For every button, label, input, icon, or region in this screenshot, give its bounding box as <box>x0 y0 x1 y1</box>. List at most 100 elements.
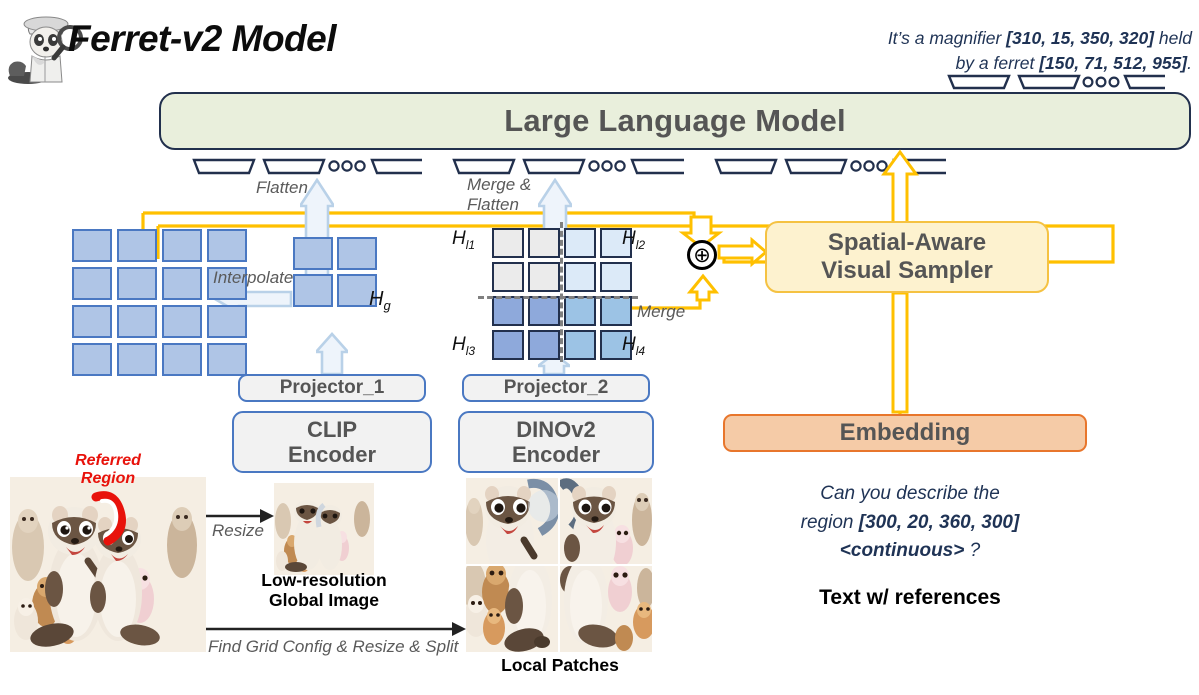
feature-cell <box>162 229 202 262</box>
add-symbol: ⊕ <box>693 243 711 267</box>
quadrant-divider-horizontal <box>478 296 638 299</box>
interpolate-label: Interpolate <box>213 268 294 287</box>
feature-cell <box>207 267 247 300</box>
feature-cell <box>492 296 524 326</box>
hg-subscript: g <box>383 298 391 313</box>
h-l4-label: Hl4 <box>622 334 645 358</box>
resize-arrow <box>206 509 274 523</box>
output-line1-post: held <box>1154 28 1192 48</box>
local-patch-top-right <box>560 478 652 564</box>
referred-region-label: Referred Region <box>75 452 141 488</box>
feature-cell <box>162 343 202 376</box>
dinov2-encoder-box[interactable]: DINOv2 Encoder <box>458 411 654 473</box>
feature-cell <box>72 343 112 376</box>
feature-cell <box>600 262 632 292</box>
h-l2-label: Hl2 <box>622 228 645 252</box>
feature-cell <box>162 305 202 338</box>
feature-cell <box>564 262 596 292</box>
h-l1-label: Hl1 <box>452 228 475 252</box>
prompt-continuous: <continuous> <box>839 540 965 561</box>
feature-cell <box>528 296 560 326</box>
output-line2-box: [150, 71, 512, 955] <box>1039 52 1188 73</box>
output-token-group <box>947 74 1165 90</box>
embedding-box[interactable]: Embedding <box>723 414 1087 452</box>
output-line1-box: [310, 15, 350, 320] <box>1006 28 1155 48</box>
low-resolution-global-image <box>274 483 374 575</box>
h-l4-subscript: l4 <box>635 343 646 358</box>
hg-symbol: H <box>369 288 384 310</box>
output-line1-pre: It’s a magnifier <box>887 28 1007 48</box>
projector-2-box[interactable]: Projector_2 <box>462 374 650 402</box>
local-patches-caption: Local Patches <box>501 655 619 675</box>
clip-encoder-label: CLIP Encoder <box>287 416 377 467</box>
feature-cell <box>117 267 157 300</box>
flatten-label: Flatten <box>256 178 308 197</box>
text-with-references-caption: Text w/ references <box>819 586 1001 609</box>
large-language-model-box[interactable]: Large Language Model <box>159 92 1191 150</box>
input-token-group-2 <box>452 158 684 175</box>
feature-cell <box>117 229 157 262</box>
merge-add-operator: ⊕ <box>687 240 717 270</box>
resize-label: Resize <box>212 521 264 540</box>
feature-cell <box>72 267 112 300</box>
h-l1-symbol: H <box>452 228 466 249</box>
feature-cell <box>600 330 632 360</box>
clip-encoder-box[interactable]: CLIP Encoder <box>232 411 432 473</box>
feature-cell <box>293 274 333 307</box>
feature-cell <box>492 262 524 292</box>
spatial-aware-visual-sampler-box[interactable]: Spatial-Aware Visual Sampler <box>765 221 1049 293</box>
sampler-label: Spatial-Aware Visual Sampler <box>821 228 993 284</box>
feature-cell <box>72 305 112 338</box>
detective-ferret-magnifier-icon <box>8 16 83 84</box>
feature-cell <box>207 343 247 376</box>
interpolated-global-feature-grid <box>72 229 247 376</box>
hg-label: Hg <box>369 288 391 313</box>
prompt-pre: Can you describe the region <box>800 483 1000 533</box>
low-resolution-global-image-caption: Low-resolution Global Image <box>261 570 387 611</box>
embedding-label: Embedding <box>839 419 971 446</box>
page-title: Ferret-v2 Model <box>68 18 337 59</box>
global-feature-grid-hg <box>293 237 377 307</box>
feature-cell <box>207 229 247 262</box>
feature-cell <box>117 343 157 376</box>
model-output-text: It’s a magnifier [310, 15, 350, 320] hel… <box>784 26 1192 76</box>
feature-cell <box>600 228 632 258</box>
feature-cell <box>162 267 202 300</box>
input-image-with-referred-region <box>10 477 206 652</box>
feature-cell <box>117 305 157 338</box>
feature-cell <box>528 228 560 258</box>
dinov2-encoder-label: DINOv2 Encoder <box>511 416 601 467</box>
find-grid-config-label: Find Grid Config & Resize & Split <box>208 637 459 656</box>
local-patch-top-left <box>466 478 558 564</box>
feature-cell <box>337 274 377 307</box>
feature-cell <box>207 305 247 338</box>
input-token-group-3 <box>714 158 946 175</box>
h-l2-symbol: H <box>622 228 636 249</box>
projector-1-box[interactable]: Projector_1 <box>238 374 426 402</box>
feature-cell <box>528 262 560 292</box>
h-l3-symbol: H <box>452 334 466 355</box>
local-patch-bottom-left <box>466 566 558 652</box>
feature-cell <box>564 228 596 258</box>
feature-cell <box>528 330 560 360</box>
feature-cell <box>564 296 596 326</box>
local-patch-bottom-right <box>560 566 652 652</box>
feature-cell <box>564 330 596 360</box>
h-l4-symbol: H <box>622 334 636 355</box>
h-l3-label: Hl3 <box>452 334 475 358</box>
merge-label: Merge <box>637 302 686 321</box>
output-line2-pre: by a ferret <box>955 52 1040 73</box>
local-patches-grid <box>466 478 652 654</box>
feature-cell <box>72 229 112 262</box>
find-grid-arrow <box>206 622 466 636</box>
feature-cell <box>600 296 632 326</box>
feature-cell <box>337 237 377 270</box>
merge-and-flatten-label: Merge & Flatten <box>467 175 532 214</box>
feature-cell <box>492 330 524 360</box>
projector-1-label: Projector_1 <box>279 377 385 398</box>
quadrant-divider-vertical <box>560 222 563 362</box>
input-prompt-text: Can you describe the region [300, 20, 36… <box>760 480 1060 566</box>
input-token-group-1 <box>192 158 422 175</box>
projector1-up-arrow <box>316 332 348 376</box>
